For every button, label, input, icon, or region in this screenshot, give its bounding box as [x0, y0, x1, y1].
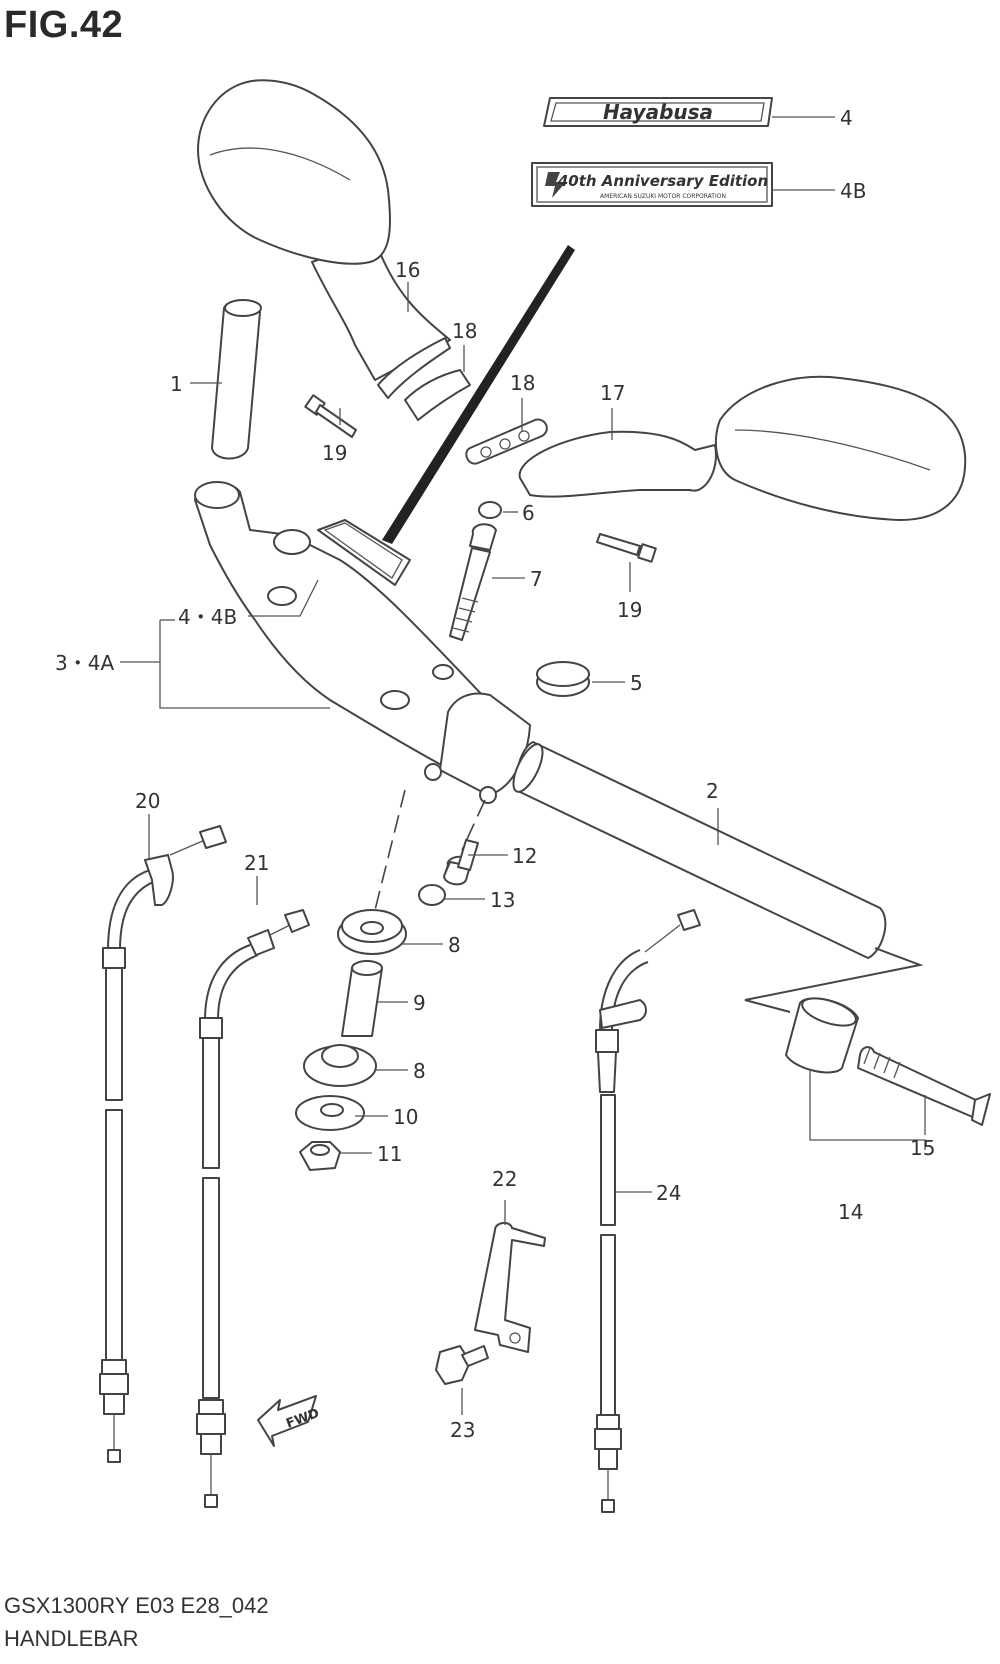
holder-bolt — [449, 523, 497, 641]
hayabusa-emblem-text: Hayabusa — [603, 100, 713, 124]
figure-title: FIG.42 — [4, 4, 124, 46]
callout-11: 11 — [377, 1142, 402, 1166]
callout-1: 1 — [170, 372, 183, 396]
emblem-logo-icon — [545, 172, 566, 198]
washer — [295, 1095, 365, 1131]
left-grip — [211, 299, 262, 460]
callout-20: 20 — [135, 789, 160, 813]
callout-3-4a: 3・4A — [55, 651, 114, 675]
callout-17: 17 — [600, 381, 625, 405]
nut — [299, 1141, 341, 1171]
callout-7: 7 — [530, 567, 543, 591]
anniversary-emblem-text: 40th Anniversary Edition — [557, 172, 768, 190]
cap — [478, 501, 502, 519]
right-handlebar — [512, 741, 887, 959]
callout-16: 16 — [395, 258, 420, 282]
callout-10: 10 — [393, 1105, 418, 1129]
callout-2: 2 — [706, 779, 719, 803]
spacer — [341, 960, 383, 1037]
callout-9: 9 — [413, 991, 426, 1015]
callout-4: 4 — [840, 106, 853, 130]
callout-4b: 4B — [840, 179, 866, 203]
callout-19-left: 19 — [322, 441, 347, 465]
anniversary-emblem-subtext: AMERICAN SUZUKI MOTOR CORPORATION — [600, 193, 726, 200]
assembly-centerline — [369, 789, 406, 931]
callout-5: 5 — [630, 671, 643, 695]
callout-8-lower: 8 — [413, 1059, 426, 1083]
callout-15: 15 — [910, 1136, 935, 1160]
hayabusa-emblem: Hayabusa — [543, 97, 773, 127]
right-mirror — [518, 375, 967, 521]
break-line — [744, 947, 924, 1013]
cap-plug — [536, 661, 590, 697]
callout-13: 13 — [490, 888, 515, 912]
mirror-bolt-left — [304, 394, 357, 438]
callout-22: 22 — [492, 1167, 517, 1191]
callout-18-left: 18 — [452, 319, 477, 343]
emblem-leader-wedge — [382, 245, 575, 544]
callout-6: 6 — [522, 501, 535, 525]
leader-lines — [120, 116, 926, 1415]
bar-end-weight — [785, 997, 859, 1074]
anniversary-emblem: 40th Anniversary Edition AMERICAN SUZUKI… — [531, 162, 773, 207]
callout-8-upper: 8 — [448, 933, 461, 957]
holder-emblem — [317, 519, 411, 586]
callout-4-4b: 4・4B — [178, 605, 237, 629]
bolt-centerline — [461, 799, 486, 851]
bar-end-screw — [857, 1046, 991, 1126]
callout-18-right: 18 — [510, 371, 535, 395]
bolt-cap — [418, 884, 446, 906]
callout-24: 24 — [656, 1181, 681, 1205]
figure-name: HANDLEBAR — [4, 1626, 139, 1651]
callout-14: 14 — [838, 1200, 863, 1224]
upper-damper — [337, 909, 407, 955]
clamp-bolt — [443, 839, 479, 886]
callout-21: 21 — [244, 851, 269, 875]
throttle-cable-2 — [196, 909, 310, 1508]
clutch-cable — [594, 909, 701, 1513]
mirror-gasket-right — [465, 418, 548, 465]
callout-23: 23 — [450, 1418, 475, 1442]
model-code: GSX1300RY E03 E28_042 — [4, 1593, 269, 1618]
callout-12: 12 — [512, 844, 537, 868]
callout-19-right: 19 — [617, 598, 642, 622]
clamp-mounting-bolt — [435, 1345, 489, 1385]
mirror-bolt-right — [596, 533, 657, 563]
callout-labels: 4 4B 16 18 1 19 18 17 6 7 19 4・4B 3・4A 5… — [55, 106, 935, 1442]
lower-damper — [303, 1044, 377, 1087]
throttle-cable-1 — [99, 825, 227, 1463]
cable-clamp — [474, 1222, 546, 1353]
left-mirror — [197, 79, 471, 421]
fwd-arrow-icon: FWD — [257, 1395, 322, 1447]
handlebar-holder — [194, 481, 531, 804]
